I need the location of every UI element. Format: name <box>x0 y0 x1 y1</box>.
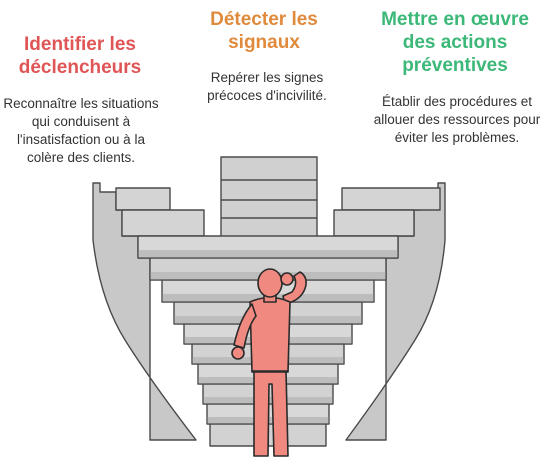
person-raised-arm <box>282 271 307 305</box>
person-left-arm <box>233 303 257 349</box>
thinking-person-icon <box>231 268 307 457</box>
left-title: Identifier les déclencheurs <box>18 34 142 78</box>
staircase-icon <box>92 156 446 447</box>
central-tower <box>220 156 318 238</box>
middle-title: Détecter les signaux <box>210 9 318 53</box>
left-description: Reconnaître les situations qui conduisen… <box>3 96 159 165</box>
person-torso <box>249 296 291 373</box>
person-legs <box>253 369 289 457</box>
middle-description: Repérer les signes précoces d'incivilité… <box>207 70 327 103</box>
right-title: Mettre en œuvre des actions préventives <box>381 9 529 76</box>
right-description: Établir des procédures et allouer des re… <box>373 94 541 145</box>
person-head <box>257 268 283 298</box>
